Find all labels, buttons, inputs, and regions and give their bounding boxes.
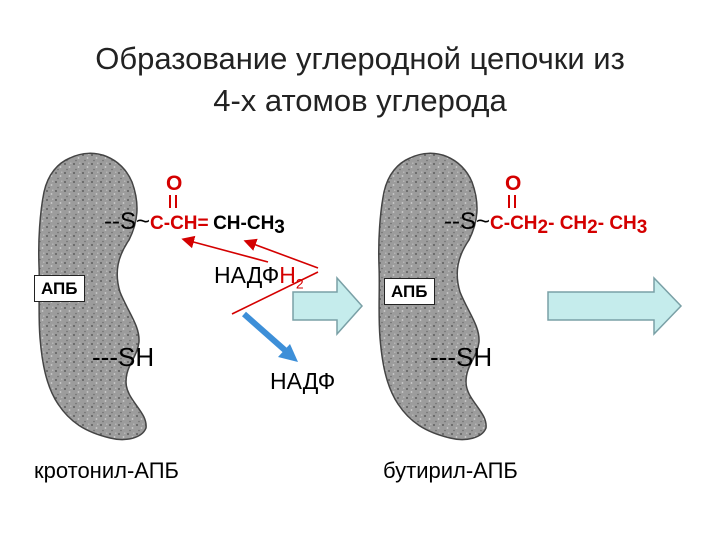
right-chain-3-sub: 3 — [636, 217, 648, 239]
right-chain-3: - CH — [597, 213, 637, 234]
nadp-release-arrow-head — [278, 344, 298, 362]
nadp-release-arrow-shaft — [242, 311, 289, 355]
left-acp-label: АПБ — [34, 275, 85, 302]
hydrogen-transfer-arrow-1 — [181, 235, 269, 263]
right-acp-label: АПБ — [384, 278, 435, 305]
reductant-label: НАДФH2 — [214, 262, 304, 292]
right-acyl-chain: --S~C-CH2- CH2- CH3 — [444, 208, 647, 239]
left-carbonyl-bond-a — [169, 195, 171, 208]
right-chain-1-sub: 2 — [537, 217, 549, 239]
left-thioester: --S~ — [104, 208, 151, 235]
left-sh-group: ---SH — [92, 342, 155, 372]
reaction-arrow-2 — [547, 276, 683, 336]
oxidized-label: НАДФ — [270, 368, 336, 394]
left-acyl-chain: --S~C-CH= CH-CH3 — [104, 208, 285, 239]
title-line-1: Образование углеродной цепочки из — [95, 41, 625, 76]
title-line-2: 4-х атомов углерода — [213, 83, 507, 118]
right-thioester: --S~ — [444, 208, 491, 235]
left-chain-black-sub: 3 — [274, 217, 285, 239]
reductant-name: НАДФ — [214, 262, 280, 288]
acp-protein-shape-left — [38, 152, 147, 441]
left-carbonyl-bond-b — [175, 195, 177, 208]
right-chain-2: - CH — [548, 213, 588, 234]
slide-title: Образование углеродной цепочки из 4-х ат… — [0, 38, 720, 122]
right-chain-2-sub: 2 — [587, 217, 598, 239]
right-chain-1: C-CH — [490, 213, 538, 234]
left-double-bond: = — [197, 213, 209, 234]
right-sh-group: ---SH — [430, 342, 493, 372]
reductant-h: H — [279, 262, 296, 288]
reductant-sub: 2 — [295, 275, 304, 292]
right-carbonyl-bond-b — [514, 195, 516, 208]
hydrogen-transfer-arrow-2 — [243, 238, 319, 269]
left-caption: кротонил-АПБ — [34, 458, 179, 483]
left-chain-red: C-CH — [150, 213, 198, 234]
reaction-arrow-1 — [292, 276, 364, 336]
red-connector-line — [231, 271, 319, 315]
right-caption: бутирил-АПБ — [383, 458, 518, 483]
right-carbonyl-bond-a — [508, 195, 510, 208]
left-chain-black: CH-CH — [213, 213, 275, 234]
left-oxygen: O — [166, 172, 183, 195]
right-oxygen: O — [505, 172, 522, 195]
